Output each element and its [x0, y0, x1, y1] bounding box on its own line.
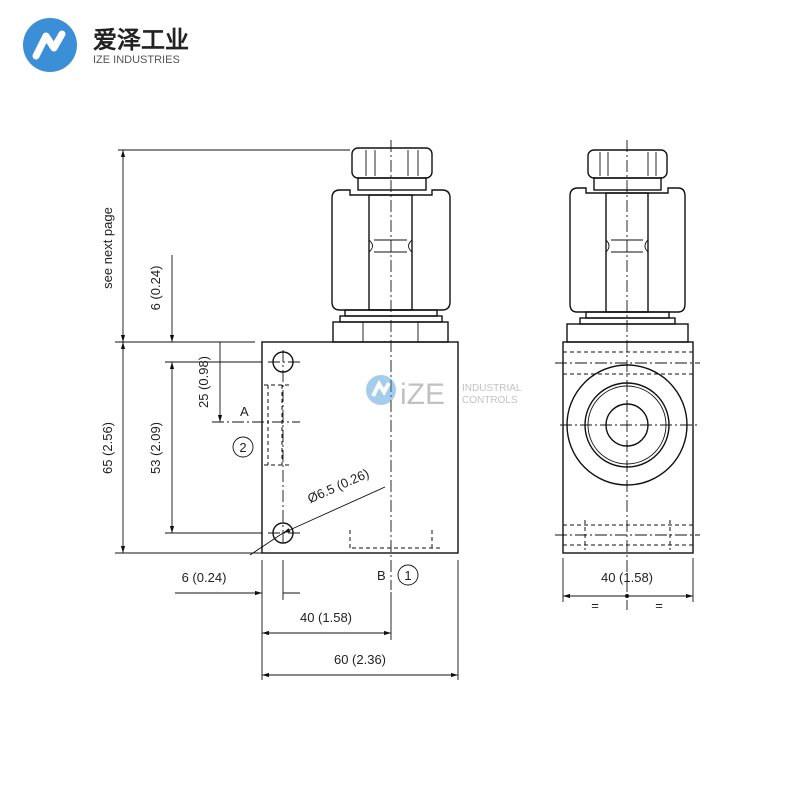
- side-view: see next page 6 (0.24) 65 (2.56) 53 (2.0…: [100, 140, 459, 680]
- hole-diameter: Ø6.5 (0.26): [305, 466, 371, 506]
- coil-housing: [331, 189, 451, 311]
- dim-width: 60 (2.36): [334, 652, 386, 667]
- dim-left-offset: 6 (0.24): [182, 570, 227, 585]
- watermark-brand: iZE: [400, 378, 445, 411]
- watermark-line2: CONTROLS: [462, 395, 518, 406]
- port-thread: [584, 382, 670, 468]
- dim-top-offset: 6 (0.24): [148, 266, 163, 311]
- port-spotface: [566, 364, 688, 486]
- dim-height: 65 (2.56): [100, 422, 115, 474]
- valve-block: [562, 341, 694, 554]
- front-view: 40 (1.58) = =: [555, 140, 700, 613]
- company-logo: 爱泽工业 IZE INDUSTRIES: [23, 18, 189, 72]
- logo-icon: [23, 18, 77, 72]
- equal-left: =: [591, 598, 599, 613]
- knob: [351, 147, 433, 179]
- dim-center: 40 (1.58): [300, 610, 352, 625]
- port-a-marker: [232, 436, 254, 458]
- dim-width: 40 (1.58): [601, 570, 653, 585]
- hex-nut: [566, 323, 689, 343]
- port-b-marker: [397, 564, 419, 586]
- watermark-line1: INDUSTRIAL: [462, 383, 522, 394]
- port-b-label: B: [377, 568, 386, 583]
- coil-housing: [569, 187, 686, 313]
- port-a-label: A: [240, 404, 249, 419]
- logo-name-cn: 爱泽工业: [93, 27, 189, 54]
- dim-port-a: 25 (0.98): [196, 356, 211, 408]
- port-b-number: 1: [404, 568, 411, 583]
- valve-block: [261, 341, 459, 554]
- port-a-number: 2: [239, 440, 246, 455]
- port-bore: [605, 403, 649, 447]
- see-next-page-label: see next page: [100, 207, 115, 289]
- stem: [368, 194, 413, 311]
- equal-right: =: [655, 598, 663, 613]
- watermark-logo-icon: [366, 375, 396, 405]
- hex-nut: [332, 321, 449, 343]
- dim-hole-spacing: 53 (2.09): [148, 422, 163, 474]
- watermark: iZE INDUSTRIAL CONTROLS: [366, 375, 522, 411]
- logo-name-en: IZE INDUSTRIES: [93, 54, 180, 66]
